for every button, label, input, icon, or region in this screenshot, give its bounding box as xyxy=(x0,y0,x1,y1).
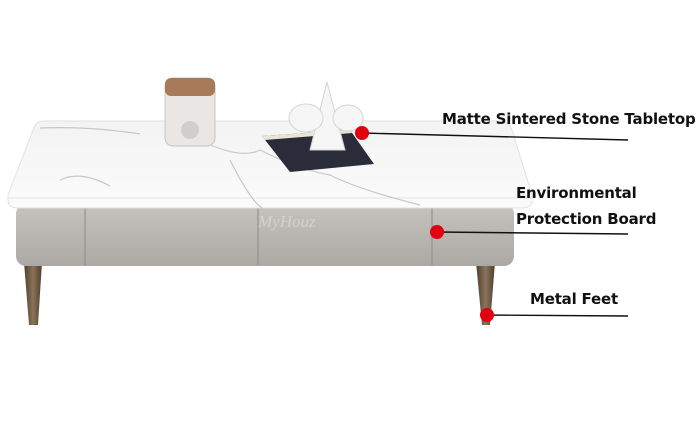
left-leg xyxy=(24,262,42,325)
protection-board-apron xyxy=(16,204,514,266)
watermark: MyHouz xyxy=(258,212,316,231)
callout-label-board-line2: Protection Board xyxy=(516,210,657,228)
callout-label-board-line1: Environmental xyxy=(516,184,637,202)
marker-dot-board xyxy=(430,225,444,239)
callout-label-feet: Metal Feet xyxy=(530,290,618,308)
callout-line-tabletop xyxy=(361,132,629,141)
book-decor xyxy=(262,130,374,172)
callout-line-board xyxy=(436,231,629,235)
marker-dot-feet xyxy=(480,308,494,322)
sintered-stone-tabletop xyxy=(7,120,533,209)
callout-line-feet xyxy=(486,314,629,317)
white-sculpture-decor xyxy=(288,81,364,151)
marker-dot-tabletop xyxy=(355,126,369,140)
callout-label-tabletop: Matte Sintered Stone Tabletop xyxy=(442,110,696,128)
